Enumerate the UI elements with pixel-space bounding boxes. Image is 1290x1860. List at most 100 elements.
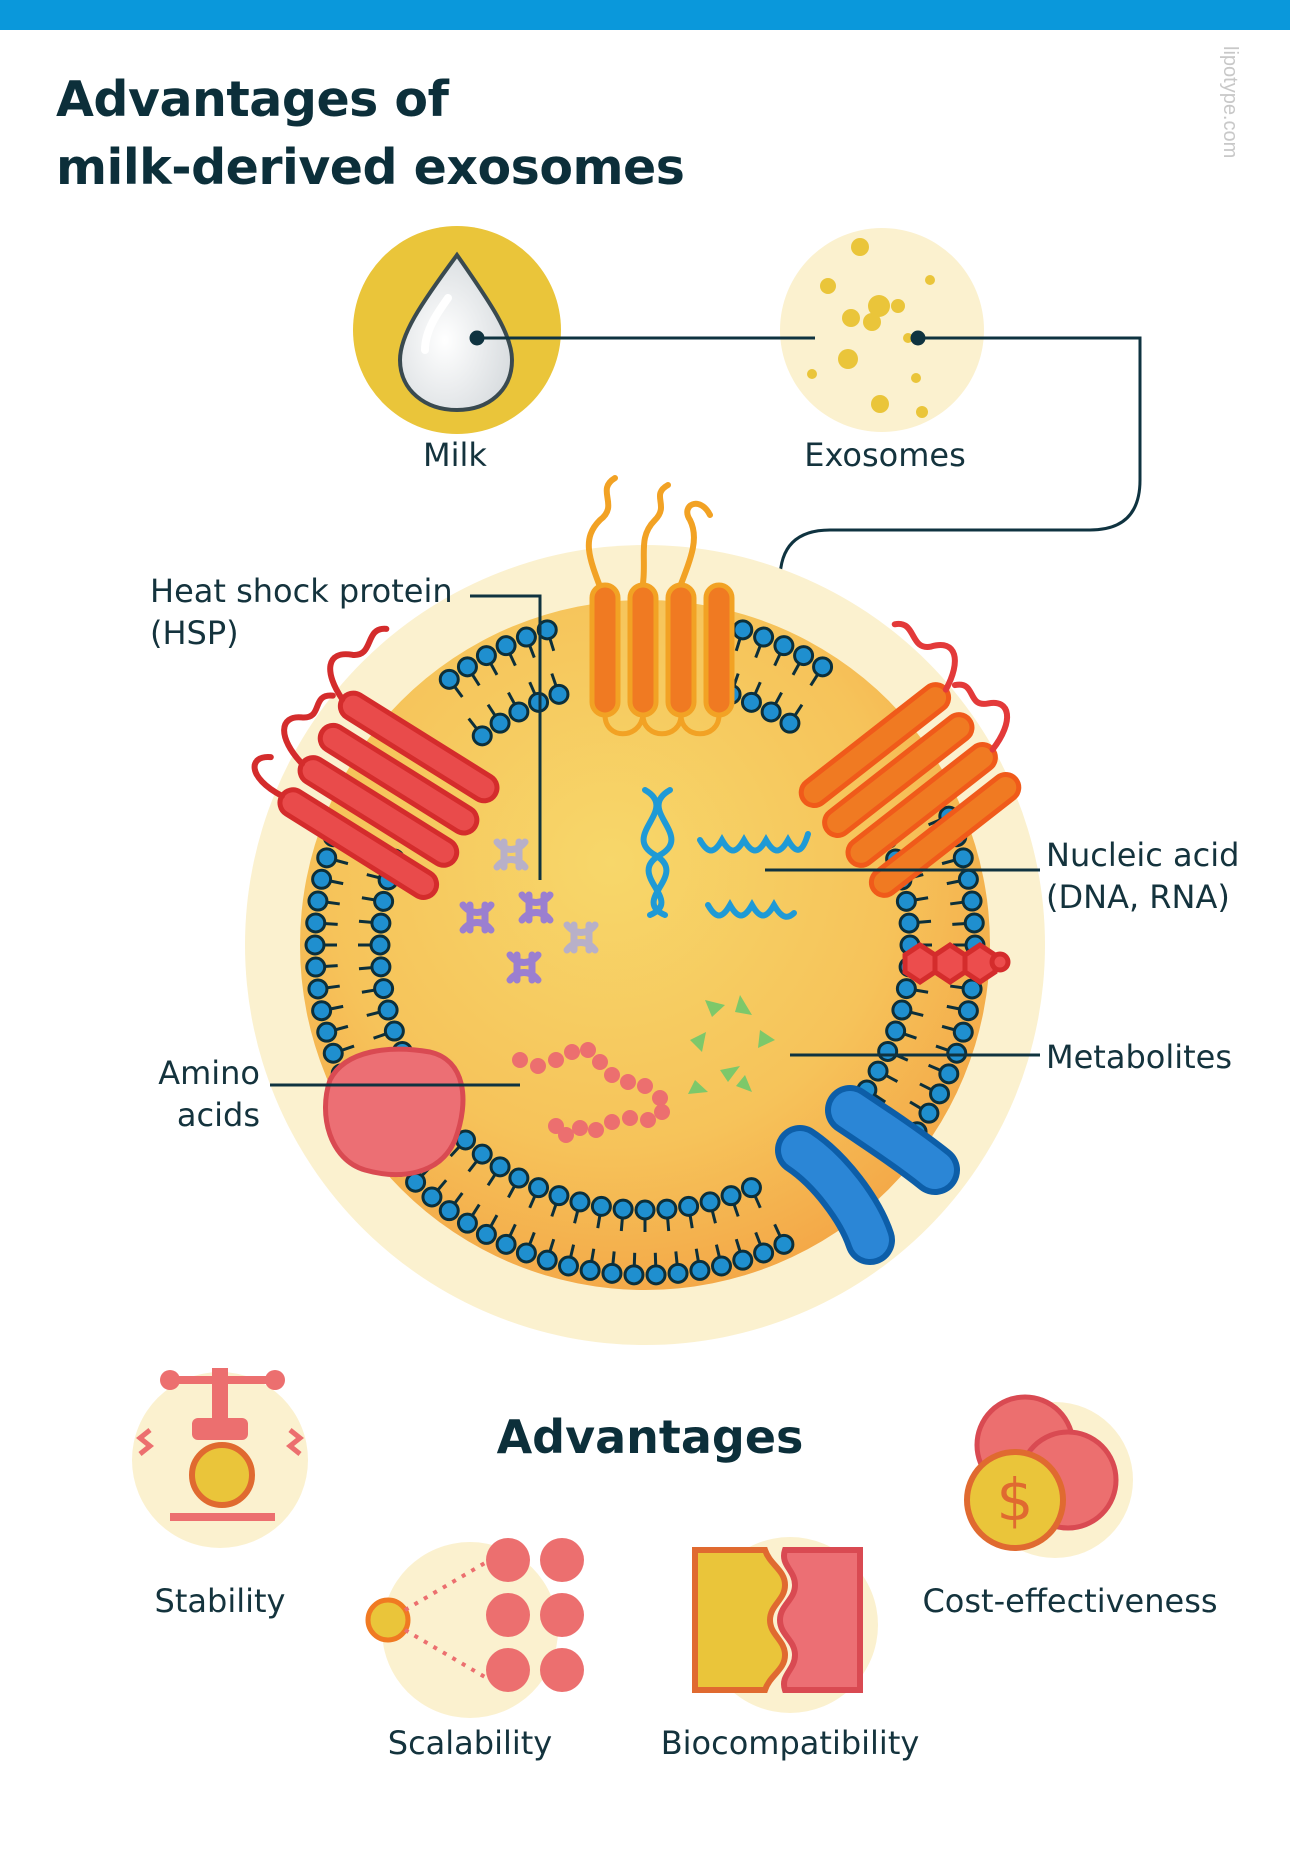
lipid-head	[689, 1259, 711, 1281]
lipid-head	[634, 1199, 656, 1221]
advantage-cost-effectiveness: Cost-effectiveness	[922, 1582, 1218, 1620]
lipid-head	[322, 1042, 344, 1064]
lipid-head	[740, 691, 762, 713]
lipid-head	[508, 1167, 530, 1189]
lipid-head	[370, 912, 392, 934]
nucleic-label-line-2: (DNA, RNA)	[1046, 878, 1230, 916]
lipid-head	[779, 712, 801, 734]
lipid-head	[753, 626, 775, 648]
lipid-head	[656, 1198, 678, 1220]
lipid-head	[515, 626, 537, 648]
nucleic-acid-label: Nucleic acid (DNA, RNA)	[1046, 834, 1239, 918]
lipid-head	[601, 1262, 623, 1284]
hsp-label: Heat shock protein (HSP)	[150, 570, 453, 654]
membrane-protein-coral	[323, 1046, 466, 1178]
lipid-head	[456, 656, 478, 678]
lipid-head	[456, 1212, 478, 1234]
biocompatibility-icon	[692, 1537, 878, 1713]
lipid-head	[678, 1195, 700, 1217]
amino-acid-bead	[592, 1054, 608, 1070]
lipid-head	[732, 619, 754, 641]
lipid-head	[305, 912, 327, 934]
lipid-head	[612, 1198, 634, 1220]
lipid-head	[370, 956, 392, 978]
lipid-head	[548, 683, 570, 705]
lipid-head	[918, 1102, 940, 1124]
lipid-head	[579, 1259, 601, 1281]
lipid-head	[952, 847, 974, 869]
lipid-head	[961, 890, 983, 912]
stability-press-icon	[132, 1368, 308, 1548]
amino-acids-label: Amino acids	[120, 1052, 260, 1136]
label-leaders	[270, 594, 1040, 1087]
membrane-protein-right-orange	[798, 621, 1022, 898]
lipid-head	[471, 725, 493, 747]
advantage-scalability: Scalability	[387, 1724, 553, 1762]
amino-label-line-1: Amino	[158, 1054, 260, 1092]
advantage-biocompatibility: Biocompatibility	[660, 1724, 920, 1762]
amino-acid-bead	[637, 1078, 653, 1094]
amino-acid-bead	[652, 1090, 668, 1106]
lipid-head	[623, 1264, 645, 1286]
lipid-head	[929, 1083, 951, 1105]
lipid-head	[495, 635, 517, 657]
lipid-head	[557, 1255, 579, 1277]
amino-acid-bead	[604, 1114, 620, 1130]
hsp-label-line-2: (HSP)	[150, 614, 239, 652]
amino-acid-bead	[588, 1122, 604, 1138]
lipid-head	[548, 1185, 570, 1207]
nucleic-acids	[640, 787, 811, 920]
lipid-head	[438, 668, 460, 690]
lipid-head	[720, 1185, 742, 1207]
lipid-head	[471, 1143, 493, 1165]
lipid-head	[957, 1000, 979, 1022]
lipid-head	[475, 645, 497, 667]
lipid-head	[667, 1262, 689, 1284]
lipid-head	[421, 1186, 443, 1208]
lipid-head	[307, 978, 329, 1000]
top-accent-bar	[0, 0, 1290, 30]
lipid-head	[383, 1020, 405, 1042]
amino-acid-chain	[512, 1042, 670, 1143]
lipid-head	[316, 847, 338, 869]
lipid-head	[946, 1042, 968, 1064]
advantage-stability: Stability	[154, 1582, 286, 1620]
dollar-icon: $	[997, 1466, 1034, 1534]
exosomes-label: Exosomes	[804, 436, 966, 474]
lipid-head	[732, 1249, 754, 1271]
amino-acid-bead	[548, 1052, 564, 1068]
lipid-head	[898, 912, 920, 934]
lipid-head	[373, 978, 395, 1000]
lipid-head	[740, 1177, 762, 1199]
cost-coins-icon: $	[964, 1394, 1133, 1558]
lipid-head	[377, 999, 399, 1021]
heat-shock-proteins	[459, 838, 599, 984]
lipid-head	[877, 1040, 899, 1062]
advantages-title: Advantages	[496, 1410, 804, 1464]
metabolites-cluster	[688, 995, 775, 1094]
nucleic-label-line-1: Nucleic acid	[1046, 836, 1240, 874]
amino-acid-bead	[654, 1104, 670, 1120]
lipid-head	[952, 1021, 974, 1043]
exosome-particles-icon	[780, 228, 984, 432]
amino-acid-bead	[622, 1110, 638, 1126]
amino-acid-bead	[572, 1120, 588, 1136]
lipid-head	[515, 1242, 537, 1264]
lipid-head	[569, 1191, 591, 1213]
milk-drop-icon	[353, 226, 561, 434]
lipid-head	[793, 645, 815, 667]
lipid-head	[961, 978, 983, 1000]
lipid-head	[475, 1223, 497, 1245]
metabolites-label: Metabolites	[1046, 1038, 1233, 1076]
amino-acid-bead	[564, 1044, 580, 1060]
lipid-head	[307, 890, 329, 912]
lipid-head	[373, 890, 395, 912]
lipid-head	[495, 1233, 517, 1255]
lipid-head	[812, 656, 834, 678]
lipid-head	[773, 1233, 795, 1255]
amino-acid-bead	[604, 1067, 620, 1083]
lipid-head	[699, 1191, 721, 1213]
lipid-head	[895, 890, 917, 912]
amino-acid-bead	[580, 1042, 596, 1058]
